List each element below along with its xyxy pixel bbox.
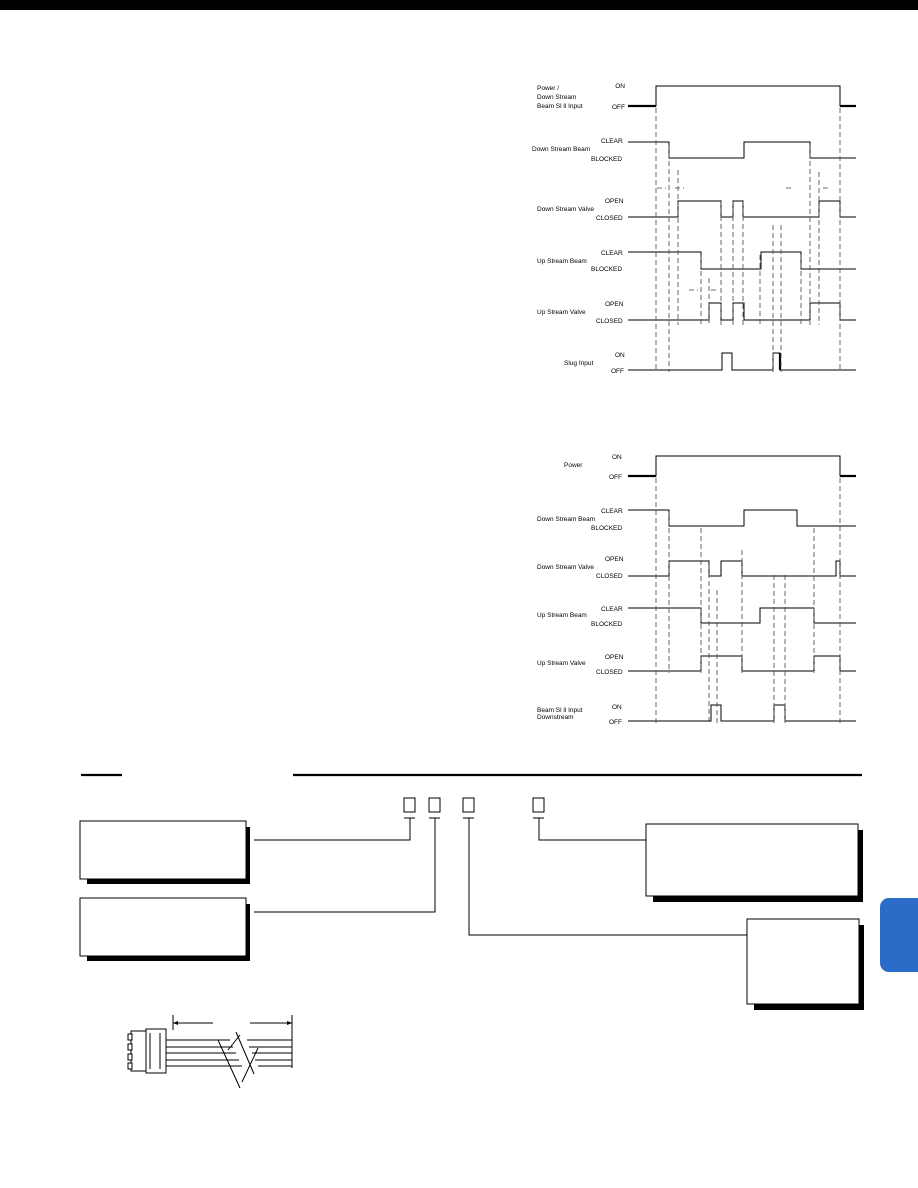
signal-trace [628,352,856,371]
state-high-label: ON [615,83,625,90]
cable-illustration [127,1015,293,1089]
state-high-label: OPEN [605,301,624,308]
row-label-line: Up Stream Beam [537,612,587,619]
timing-row-up-stream-valve-1: OPEN Up Stream Valve CLOSED [537,289,856,325]
code-box-2 [428,797,441,813]
timing-row-power-2: ON Power OFF [564,454,856,481]
state-high-label: CLEAR [601,606,623,613]
row-label-line: Downstream [537,714,573,721]
timing-row-down-stream-beam-2: CLEAR Down Stream Beam BLOCKED [537,508,856,532]
row-label-line: Up Stream Valve [537,660,586,667]
state-low-label: CLOSED [596,669,623,676]
model-code-boxes [403,797,545,819]
state-high-label: CLEAR [601,138,623,145]
timing-diagram-2: ON Power OFF CLEAR Down Stream Beam BLOC… [537,454,856,726]
signal-trace [628,509,856,527]
row-label-line: Beam Sl ll Input [537,707,583,714]
row-label-line: Slug Input [564,360,593,367]
state-high-label: CLEAR [601,250,623,257]
state-low-label: CLOSED [596,318,623,325]
row-label-line: Down Stream Valve [537,206,594,213]
timing-row-beam-input-downstream-2: Beam Sl ll Input Downstream ON OFF [537,704,856,726]
state-low-label: BLOCKED [591,621,622,628]
row-label-line: Down Stream [537,94,576,101]
option-box-left-top [79,820,250,884]
signal-trace [628,455,856,477]
signal-trace [628,85,856,107]
timing-row-up-stream-beam-1: CLEAR Up Stream Beam BLOCKED [537,250,856,273]
signal-trace [628,560,856,577]
timing-row-down-stream-beam-1: CLEAR Down Stream Beam BLOCKED [532,138,856,163]
option-box-left-bottom [79,897,250,961]
timing-guides-1 [655,108,841,372]
row-label-line: Down Stream Valve [537,564,594,571]
option-box-right-top [645,823,863,902]
state-high-label: CLEAR [601,508,623,515]
code-box-3 [462,797,475,813]
state-low-label: OFF [609,719,622,726]
state-high-label: ON [612,704,622,711]
signal-trace [628,200,856,218]
state-high-label: ON [615,352,625,359]
ordering-section [79,773,864,1089]
leader-line-2 [254,818,436,913]
state-low-label: CLOSED [596,215,623,222]
row-label-line: Beam Sl ll Input [537,103,583,110]
option-box-right-bottom [746,918,864,1010]
timing-row-up-stream-valve-2: OPEN Up Stream Valve CLOSED [537,654,856,676]
state-high-label: OPEN [605,556,624,563]
row-label-line: Power / [537,85,559,92]
row-label-line: Down Stream Beam [532,146,590,153]
row-label-line: Power [564,462,583,469]
state-low-label: BLOCKED [591,525,622,532]
timing-diagram-1: Power / Down Stream Beam Sl ll Input ON … [532,83,856,375]
timing-row-down-stream-valve-1: OPEN Down Stream Valve CLOSED [537,187,856,222]
signal-trace [628,141,856,159]
code-box-1 [403,797,416,813]
state-high-label: OPEN [605,198,624,205]
leader-line-1 [254,818,411,841]
signal-trace [628,302,856,321]
timing-row-up-stream-beam-2: CLEAR Up Stream Beam BLOCKED [537,606,856,628]
timing-row-power-1: Power / Down Stream Beam Sl ll Input ON … [537,83,856,111]
state-low-label: OFF [611,368,624,375]
row-label-line: Up Stream Valve [537,309,586,316]
state-low-label: CLOSED [596,573,623,580]
state-low-label: OFF [612,104,625,111]
state-low-label: BLOCKED [591,156,622,163]
timing-row-down-stream-valve-2: OPEN Down Stream Valve CLOSED [537,556,856,580]
row-label-line: Up Stream Beam [537,258,587,265]
leader-line-3 [468,818,747,936]
row-label-line: Down Stream Beam [537,516,595,523]
state-low-label: OFF [609,474,622,481]
state-high-label: OPEN [605,654,624,661]
state-low-label: BLOCKED [591,266,622,273]
leader-line-4 [538,818,646,841]
connector-housing [130,1030,147,1072]
timing-row-slug-input-1: ON Slug Input OFF [564,352,856,375]
connector-body [145,1028,167,1074]
state-high-label: ON [612,454,622,461]
section-tab [880,898,918,972]
signal-trace [628,704,856,722]
signal-trace [628,251,856,270]
code-box-4 [532,797,545,813]
timing-guides-2 [655,478,841,723]
page-top-bar [0,0,918,10]
